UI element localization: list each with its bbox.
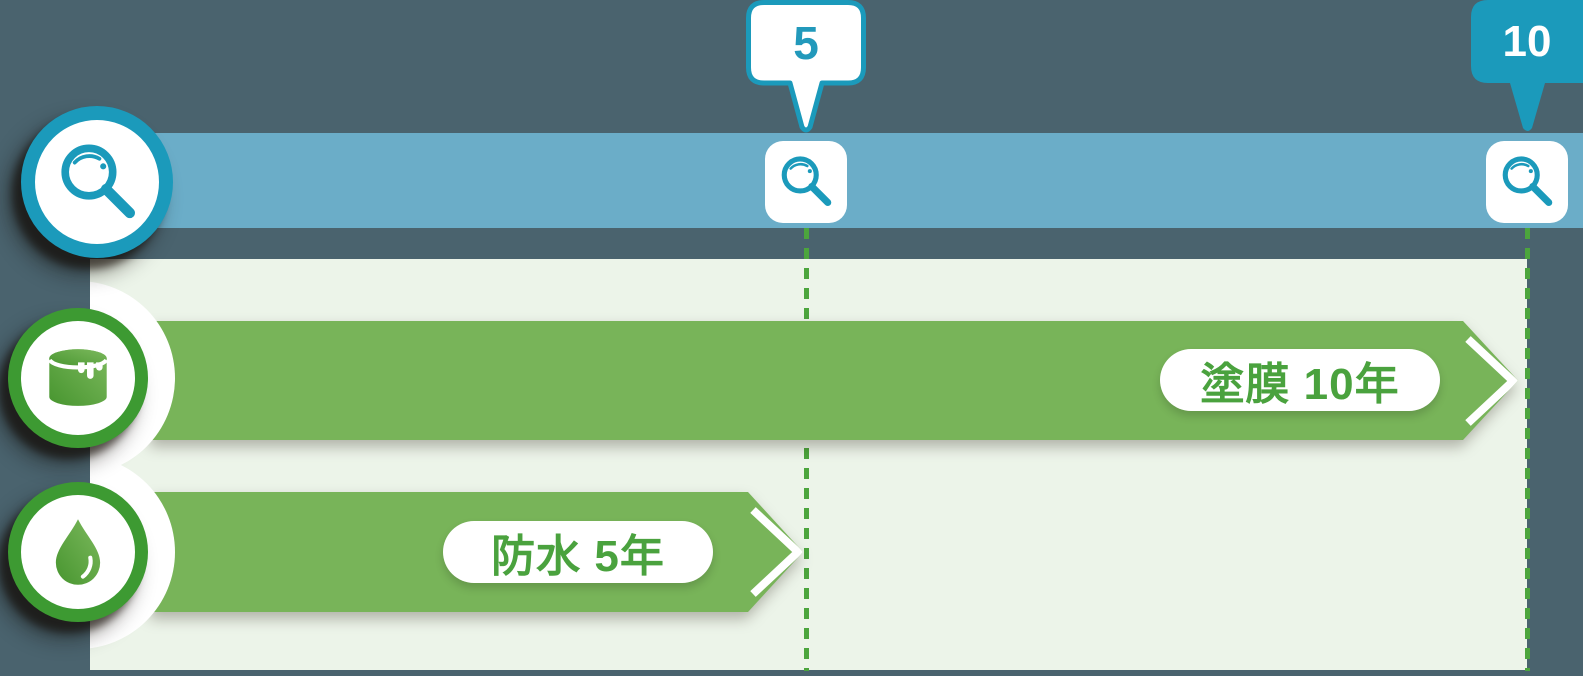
speech-bubble-filled [1471, 0, 1583, 131]
arrow-chevron-icon [1463, 321, 1518, 441]
magnifier-icon [781, 156, 832, 207]
coating-label: 塗膜 10年 [1200, 360, 1400, 409]
waterproof-duration-arrow: 防水 5年 [152, 492, 803, 612]
paint-bucket-circle [8, 308, 148, 448]
year-5-marker-square [765, 141, 847, 223]
waterproof-label: 防水 5年 [491, 532, 665, 581]
year-10-marker-square [1486, 141, 1568, 223]
year-10-callout: 10 [1467, 0, 1583, 135]
year-5-label: 5 [793, 16, 819, 69]
year-10-label: 10 [1502, 17, 1552, 66]
coating-duration-arrow: 塗膜 10年 [152, 321, 1518, 440]
coating-arrow-shape: 塗膜 10年 [152, 321, 1518, 440]
magnifier-icon [60, 144, 135, 218]
paint-bucket-icon [47, 349, 109, 406]
waterproof-arrow-shape: 防水 5年 [152, 492, 803, 612]
year-10-dashed-line [1525, 228, 1530, 671]
water-drop-icon [55, 519, 101, 585]
coating-label-pill: 塗膜 10年 [1160, 349, 1440, 411]
year-5-dashed-line [804, 228, 809, 671]
waterproof-label-pill: 防水 5年 [443, 521, 713, 583]
start-marker-circle [21, 106, 173, 258]
magnifier-icon [1502, 156, 1553, 207]
speech-bubble-outline [746, 0, 866, 133]
arrow-chevron-icon [748, 492, 803, 612]
year-5-callout: 5 [741, 0, 871, 135]
water-drop-circle [8, 482, 148, 622]
